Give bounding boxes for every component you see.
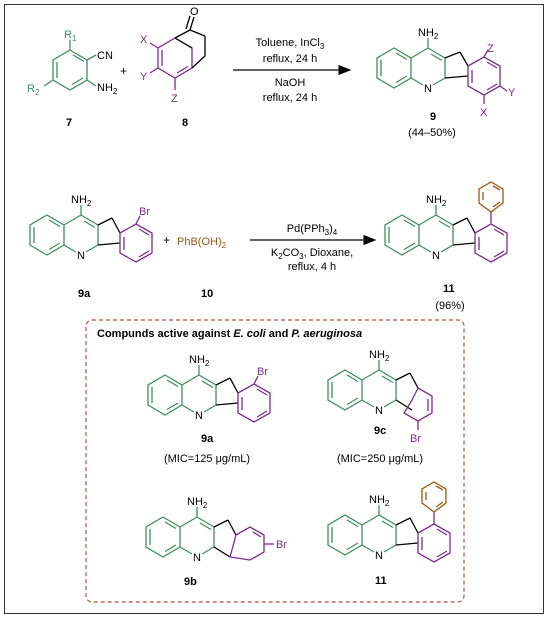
label-11-active: 11: [375, 575, 387, 587]
label-9b: 9b: [184, 576, 197, 588]
compound-8: O X Y Z 8: [140, 6, 206, 129]
svg-text:Z: Z: [487, 43, 494, 55]
svg-text:reflux, 24 h: reflux, 24 h: [263, 92, 317, 104]
active-compound-9b: NH2 N Br 9b: [145, 496, 287, 588]
compound-9a-reactant: NH2 N Br 9a: [29, 194, 153, 300]
svg-text:reflux, 24 h: reflux, 24 h: [263, 53, 317, 65]
plus-1: +: [120, 64, 127, 78]
active-compound-9c: NH2 N Br 9c (MIC=250 μg/mL): [327, 349, 433, 465]
compound-11-product: NH2 N 11 (96%): [384, 181, 508, 312]
svg-text:N: N: [375, 405, 383, 417]
mic-9a: (MIC=125 μg/mL): [164, 453, 250, 465]
label-9: 9: [430, 111, 436, 123]
label-11-product: 11: [443, 283, 455, 295]
svg-text:Br: Br: [410, 433, 421, 445]
label-9a: 9a: [201, 433, 214, 445]
svg-text:NaOH: NaOH: [275, 77, 306, 89]
svg-text:Z: Z: [171, 93, 178, 105]
svg-text:NH2: NH2: [418, 27, 439, 41]
label-10: 10: [201, 288, 213, 300]
svg-text:R1: R1: [64, 29, 77, 43]
mic-9c: (MIC=250 μg/mL): [337, 453, 423, 465]
cn-group: CN: [97, 50, 113, 62]
svg-text:Br: Br: [276, 539, 287, 551]
compound-9: NH2 N Z Y X 9 (44–50%): [376, 27, 516, 139]
svg-text:Br: Br: [139, 206, 150, 218]
svg-text:N: N: [375, 550, 383, 562]
plus-2: +: [163, 233, 170, 247]
yield-9: (44–50%): [408, 127, 456, 139]
compound-7: R1 CN NH2 R2 7: [27, 29, 118, 129]
active-compounds-box: [85, 319, 465, 603]
svg-text:X: X: [140, 34, 148, 46]
svg-text:Pd(PPh3)4: Pd(PPh3)4: [287, 223, 338, 237]
svg-text:NH2: NH2: [369, 494, 390, 508]
svg-text:NH2: NH2: [71, 194, 92, 208]
svg-text:NH2: NH2: [189, 354, 210, 368]
svg-text:NH2: NH2: [97, 82, 118, 96]
active-compound-9a: NH2 N Br 9a (MIC=125 μg/mL): [147, 354, 271, 465]
svg-text:R2: R2: [27, 83, 40, 97]
svg-text:X: X: [480, 107, 488, 119]
label-8: 8: [182, 117, 188, 129]
svg-text:PhB(OH)2: PhB(OH)2: [177, 236, 227, 250]
figure-frame: [4, 4, 544, 614]
svg-text:N: N: [193, 552, 201, 564]
yield-11: (96%): [435, 300, 464, 312]
svg-text:NH2: NH2: [426, 194, 447, 208]
svg-text:Y: Y: [140, 71, 148, 83]
svg-text:Toluene, InCl3: Toluene, InCl3: [256, 37, 325, 51]
svg-text:NH2: NH2: [369, 349, 390, 363]
svg-text:Y: Y: [508, 87, 516, 99]
svg-text:K2CO3, Dioxane,: K2CO3, Dioxane,: [271, 247, 353, 261]
label-9c: 9c: [374, 425, 386, 437]
svg-text:N: N: [424, 83, 432, 95]
svg-text:NH2: NH2: [187, 496, 208, 510]
label-9a-reactant: 9a: [78, 288, 91, 300]
svg-text:reflux, 4 h: reflux, 4 h: [288, 261, 336, 273]
svg-text:O: O: [190, 6, 199, 18]
svg-text:Br: Br: [257, 366, 268, 378]
svg-text:N: N: [77, 250, 85, 262]
active-compound-11: NH2 N 11: [327, 481, 451, 587]
label-7: 7: [66, 117, 72, 129]
svg-text:N: N: [432, 250, 440, 262]
compound-10: PhB(OH)2 10: [177, 236, 227, 300]
active-box-title: Compunds active against E. coli and P. a…: [97, 328, 362, 340]
svg-text:N: N: [195, 410, 203, 422]
